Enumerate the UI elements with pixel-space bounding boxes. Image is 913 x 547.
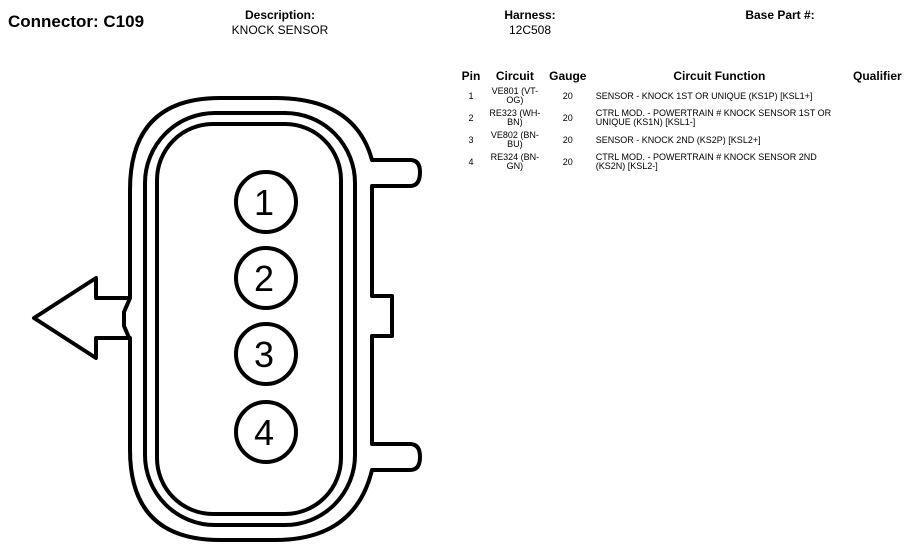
cell-gauge: 20 xyxy=(562,156,573,167)
pin-table: Pin Circuit Gauge Circuit Function Quali… xyxy=(456,69,913,173)
cell-gauge: 20 xyxy=(562,134,573,145)
harness-value: 12C508 xyxy=(508,23,552,37)
description-block: Description: KNOCK SENSOR xyxy=(200,8,360,38)
pin-1-circle xyxy=(234,170,298,234)
cell-gauge: 20 xyxy=(562,90,573,101)
harness-label: Harness: xyxy=(504,8,556,22)
cell-pin: 2 xyxy=(468,112,474,123)
cell-function: SENSOR - KNOCK 1ST OR UNIQUE (KS1P) [KSL… xyxy=(595,90,813,101)
description-value: KNOCK SENSOR xyxy=(231,23,329,37)
base-part-block: Base Part #: xyxy=(720,8,840,23)
description-label: Description: xyxy=(244,8,315,22)
harness-block: Harness: 12C508 xyxy=(470,8,590,38)
pin-1-label: 1 xyxy=(254,182,274,223)
cell-gauge: 20 xyxy=(562,112,573,123)
connector-pin-cavity xyxy=(155,122,343,516)
base-part-label: Base Part #: xyxy=(745,8,815,22)
table-row: 1 VE801 (VT-OG) 20 SENSOR - KNOCK 1ST OR… xyxy=(456,85,913,107)
col-qualifier: Qualifier xyxy=(853,69,902,83)
cell-function: SENSOR - KNOCK 2ND (KS2P) [KSL2+] xyxy=(595,134,761,145)
cell-pin: 4 xyxy=(468,156,474,167)
cell-pin: 1 xyxy=(468,90,474,101)
pin-3-circle xyxy=(234,322,298,386)
cell-circuit: RE324 (BN-GN) xyxy=(490,152,540,171)
connector-inner-ring xyxy=(143,111,357,527)
pin-2-circle xyxy=(234,246,298,310)
connector-housing-outline xyxy=(122,96,422,542)
cell-circuit: VE801 (VT-OG) xyxy=(491,86,539,105)
pin-4-circle xyxy=(234,400,298,464)
col-pin: Pin xyxy=(461,69,481,83)
cell-function: CTRL MOD. - POWERTRAIN # KNOCK SENSOR 1S… xyxy=(595,108,832,127)
col-gauge: Gauge xyxy=(549,69,587,83)
table-row: 2 RE323 (WH-BN) 20 CTRL MOD. - POWERTRAI… xyxy=(456,107,913,129)
cell-pin: 3 xyxy=(468,134,474,145)
col-circuit-function: Circuit Function xyxy=(673,69,766,83)
cell-function: CTRL MOD. - POWERTRAIN # KNOCK SENSOR 2N… xyxy=(595,152,817,171)
col-circuit: Circuit xyxy=(495,69,534,83)
connector-title: Connector: C109 xyxy=(8,12,145,31)
table-row: 4 RE324 (BN-GN) 20 CTRL MOD. - POWERTRAI… xyxy=(456,151,913,173)
cell-circuit: VE802 (BN-BU) xyxy=(490,130,539,149)
cell-circuit: RE323 (WH-BN) xyxy=(489,108,541,127)
orientation-arrow xyxy=(32,276,132,360)
pin-3-label: 3 xyxy=(254,334,274,375)
pin-4-label: 4 xyxy=(254,412,274,453)
table-row: 3 VE802 (BN-BU) 20 SENSOR - KNOCK 2ND (K… xyxy=(456,129,913,151)
pin-2-label: 2 xyxy=(254,258,274,299)
pin-table-header: Pin Circuit Gauge Circuit Function Quali… xyxy=(456,69,913,85)
